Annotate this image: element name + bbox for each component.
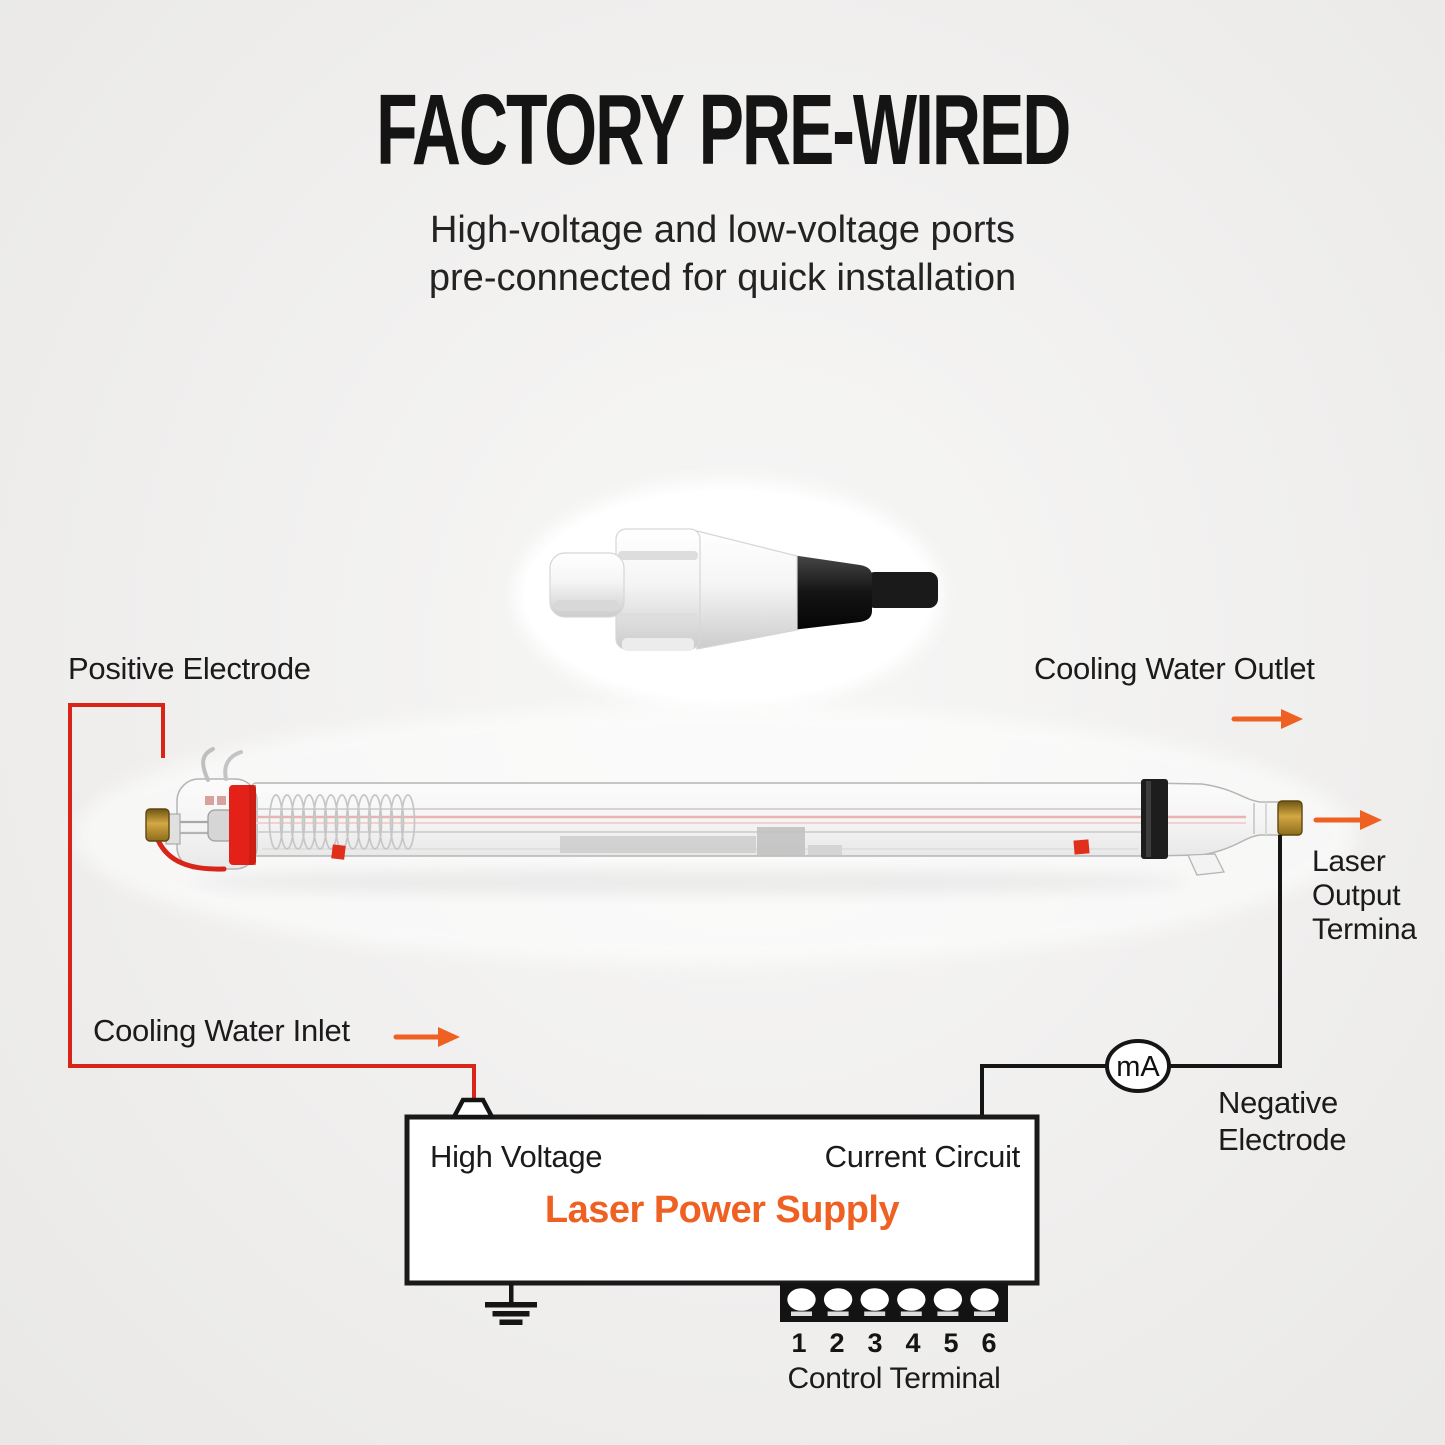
water-port-right bbox=[1187, 853, 1225, 876]
label-control-terminal: Control Terminal bbox=[787, 1362, 1001, 1395]
arrow-right-icon bbox=[1313, 810, 1382, 830]
label-high-voltage: High Voltage bbox=[430, 1139, 603, 1174]
ground-icon bbox=[485, 1283, 537, 1325]
label-negative-electrode: Negative Electrode bbox=[1218, 1085, 1347, 1157]
subtitle-line: High-voltage and low-voltage ports bbox=[429, 209, 1016, 251]
page-subtitle: High-voltage and low-voltage ports pre-c… bbox=[0, 206, 1445, 302]
page-title-text: FACTORY PRE-WIRED bbox=[375, 74, 1071, 186]
tube-label bbox=[757, 827, 805, 856]
brass-cap-left bbox=[145, 808, 170, 842]
brass-cap-right bbox=[1277, 800, 1303, 836]
label-current-circuit: Current Circuit bbox=[824, 1139, 1021, 1174]
terminal-number: 3 bbox=[867, 1328, 883, 1358]
getter-stub bbox=[201, 747, 215, 782]
power-supply-box bbox=[404, 1114, 1040, 1286]
terminal-number: 6 bbox=[981, 1328, 997, 1358]
black-band bbox=[1141, 779, 1168, 859]
tube-sticker bbox=[560, 836, 756, 853]
connector-nut bbox=[615, 528, 701, 650]
terminal-number: 4 bbox=[905, 1328, 921, 1358]
label-cooling-water-inlet: Cooling Water Inlet bbox=[93, 1013, 350, 1048]
label-laser-power-supply: Laser Power Supply bbox=[544, 1189, 900, 1231]
terminal-number: 2 bbox=[829, 1328, 845, 1358]
terminal-number: 1 bbox=[791, 1328, 807, 1358]
ammeter-label: mA bbox=[1116, 1051, 1160, 1083]
laser-tube-illustration bbox=[75, 705, 1355, 965]
terminal-numbers: 1 2 3 4 5 6 bbox=[780, 1328, 1008, 1359]
label-positive-electrode: Positive Electrode bbox=[68, 651, 311, 686]
subtitle-line: pre-connected for quick installation bbox=[428, 257, 1017, 299]
label-cooling-water-outlet: Cooling Water Outlet bbox=[1034, 651, 1315, 686]
getter-stub bbox=[223, 750, 243, 781]
arrow-right-icon bbox=[393, 1027, 460, 1047]
label-laser-output-terminal: Laser Output Termina bbox=[1312, 845, 1417, 946]
connector-inset bbox=[514, 481, 942, 709]
terminal-number: 5 bbox=[943, 1328, 959, 1358]
terminal-block bbox=[780, 1283, 1008, 1322]
red-tape bbox=[1073, 839, 1090, 855]
page-title: FACTORY PRE-WIRED bbox=[0, 78, 1445, 182]
rubber-boot bbox=[792, 555, 872, 630]
arrow-right-icon bbox=[1231, 709, 1303, 729]
positive-wire-red bbox=[68, 703, 476, 1104]
anode-red-wire bbox=[155, 837, 227, 872]
ammeter-circle bbox=[1105, 1039, 1171, 1093]
red-tape bbox=[331, 844, 346, 860]
cable bbox=[866, 572, 938, 608]
hv-insulator-icon bbox=[450, 1097, 496, 1120]
cooling-spiral bbox=[268, 794, 416, 850]
